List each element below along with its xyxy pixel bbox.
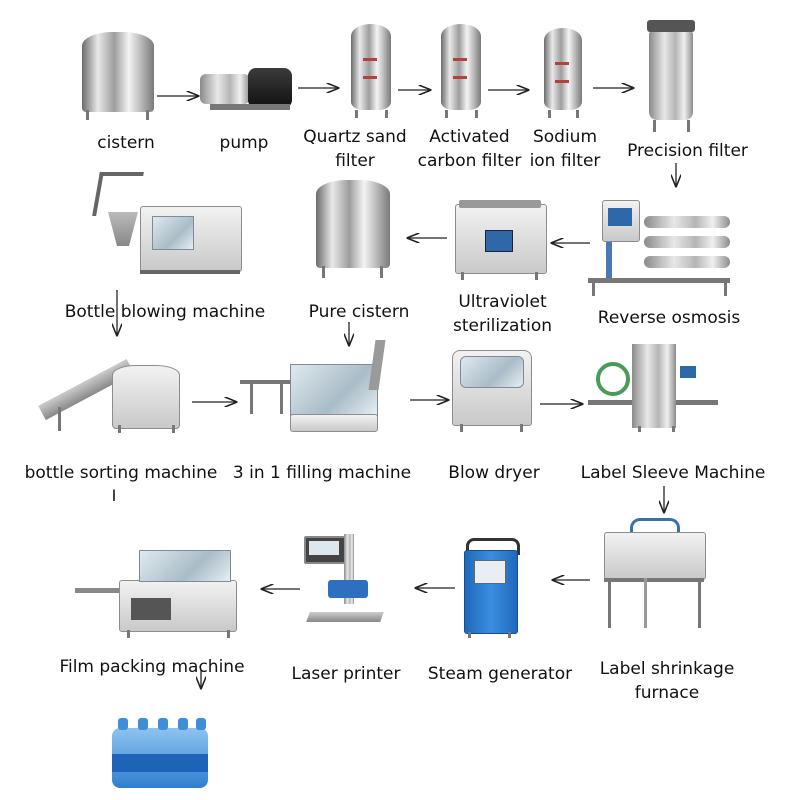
quartz-filter-image [343, 18, 400, 118]
label-pump: pump [219, 133, 269, 153]
label-bottle-blowing: Bottle blowing machine [64, 302, 266, 322]
label-quartz-1: Quartz sand [303, 127, 407, 147]
shrink-furnace-image [604, 518, 708, 630]
label-uv-1: Ultraviolet [458, 292, 547, 312]
filling-machine-image [240, 340, 392, 432]
label-sodium-1: Sodium [532, 127, 598, 147]
packed-bottles-image [108, 714, 212, 792]
label-label-sleeve: Label Sleeve Machine [580, 463, 766, 483]
label-sodium-2: ion filter [529, 151, 601, 171]
label-bottle-sorting: bottle sorting machine [24, 463, 218, 483]
carbon-filter-image [433, 18, 490, 118]
sodium-filter-image [536, 22, 591, 118]
label-reverse-osmosis: Reverse osmosis [597, 308, 741, 328]
label-film-packing: Film packing machine [59, 657, 245, 677]
reverse-osmosis-image [584, 192, 734, 300]
label-carbon-1: Activated [429, 127, 510, 147]
label-uv-2: sterilization [452, 316, 553, 336]
label-sleeve-image [588, 340, 722, 432]
label-blow-dryer: Blow dryer [448, 463, 540, 483]
label-steam-generator: Steam generator [427, 664, 573, 684]
label-shrink-1: Label shrinkage [599, 659, 735, 679]
label-shrink-2: furnace [634, 683, 700, 703]
bottle-sorting-image [38, 335, 190, 435]
cistern-image [80, 30, 158, 120]
uv-sterilizer-image [455, 200, 547, 280]
label-carbon-2: carbon filter [417, 151, 522, 171]
label-filling: 3 in 1 filling machine [232, 463, 412, 483]
label-precision: Precision filter [627, 141, 748, 161]
pump-image [200, 60, 295, 120]
label-cistern: cistern [97, 133, 155, 153]
precision-filter-image [643, 20, 701, 132]
label-pure-cistern: Pure cistern [308, 302, 410, 322]
pure-cistern-image [314, 178, 394, 280]
blow-dryer-image [452, 350, 532, 432]
film-packing-image [75, 540, 240, 640]
bottle-blowing-image [88, 172, 242, 282]
stray-mark: I [111, 486, 117, 505]
laser-printer-image [304, 530, 384, 630]
label-quartz-2: filter [335, 151, 375, 171]
label-laser-printer: Laser printer [291, 664, 401, 684]
steam-generator-image [460, 538, 520, 638]
